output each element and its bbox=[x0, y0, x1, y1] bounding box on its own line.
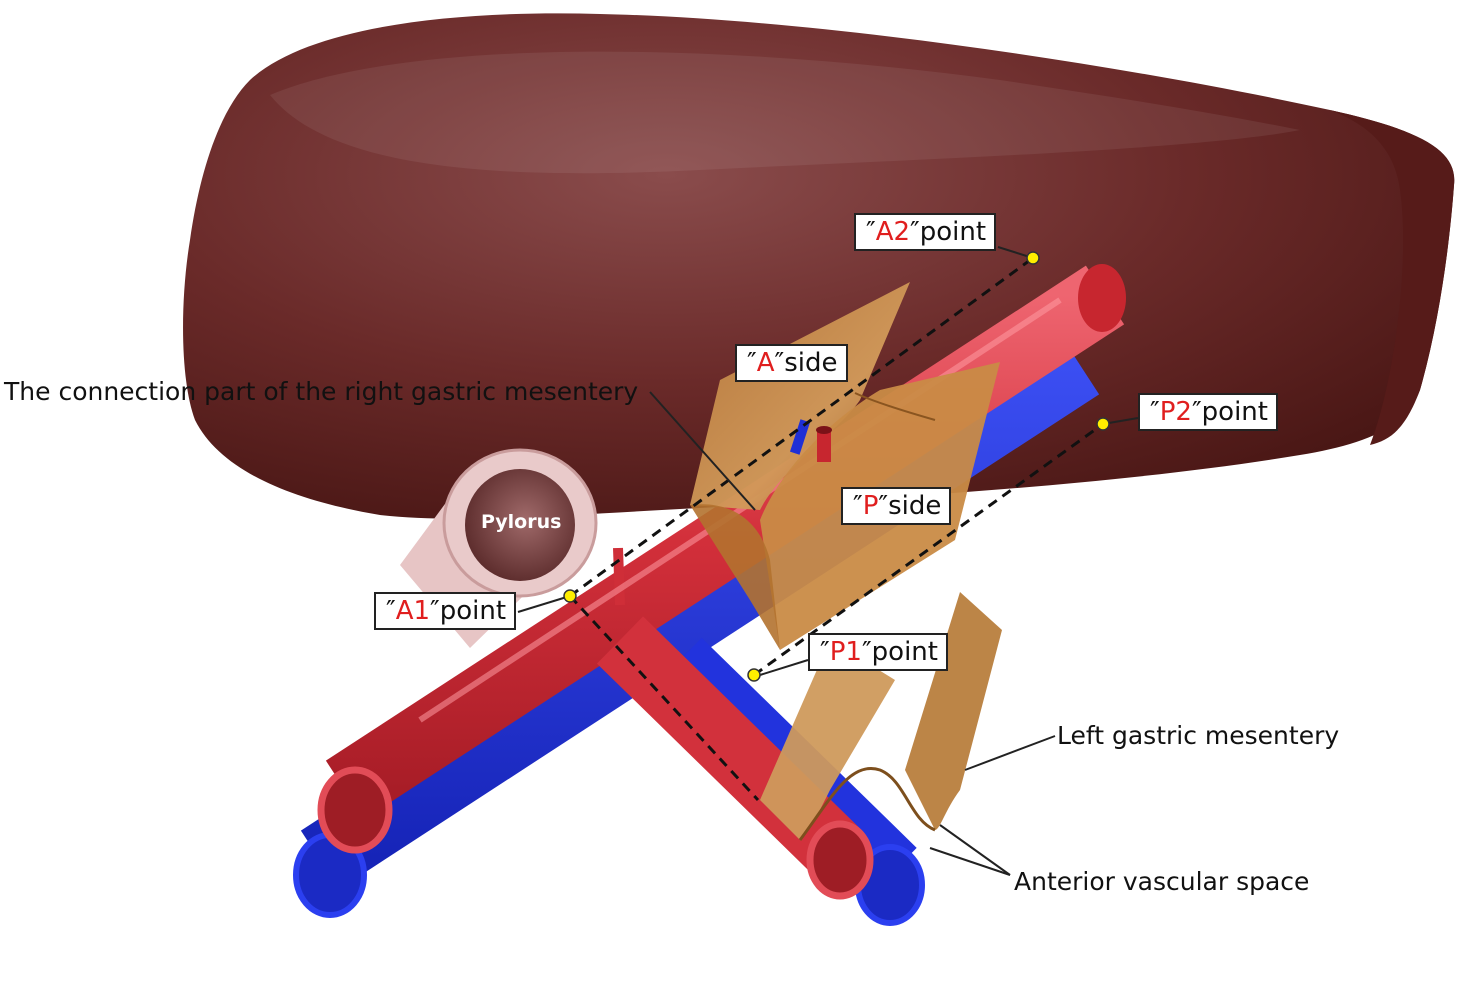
p1-marker bbox=[747, 668, 761, 682]
leader-lines bbox=[517, 246, 1139, 876]
a-side-label: ″A″side bbox=[735, 344, 848, 382]
p2-point-label: ″P2″point bbox=[1138, 393, 1278, 431]
liver-right-edge bbox=[1330, 110, 1455, 445]
a1-marker bbox=[563, 589, 577, 603]
anterior-vascular-space-label: Anterior vascular space bbox=[1014, 867, 1310, 896]
p2-marker bbox=[1096, 417, 1110, 431]
a2-point-label: ″A2″point bbox=[854, 213, 997, 251]
p-side-label: ″P″side bbox=[841, 487, 952, 525]
pylorus-label: Pylorus bbox=[481, 511, 562, 533]
liver bbox=[183, 13, 1455, 519]
left-gastric-mesentery bbox=[760, 592, 1002, 841]
a2-marker bbox=[1026, 251, 1040, 265]
liver-highlight bbox=[270, 51, 1300, 174]
right-gastric-mesentery-label: The connection part of the right gastric… bbox=[4, 377, 639, 406]
point-markers bbox=[563, 251, 1110, 682]
p1-point-label: ″P1″point bbox=[808, 633, 948, 671]
left-gastric-mesentery-label: Left gastric mesentery bbox=[1057, 721, 1340, 750]
a1-point-label: ″A1″point bbox=[374, 592, 517, 630]
